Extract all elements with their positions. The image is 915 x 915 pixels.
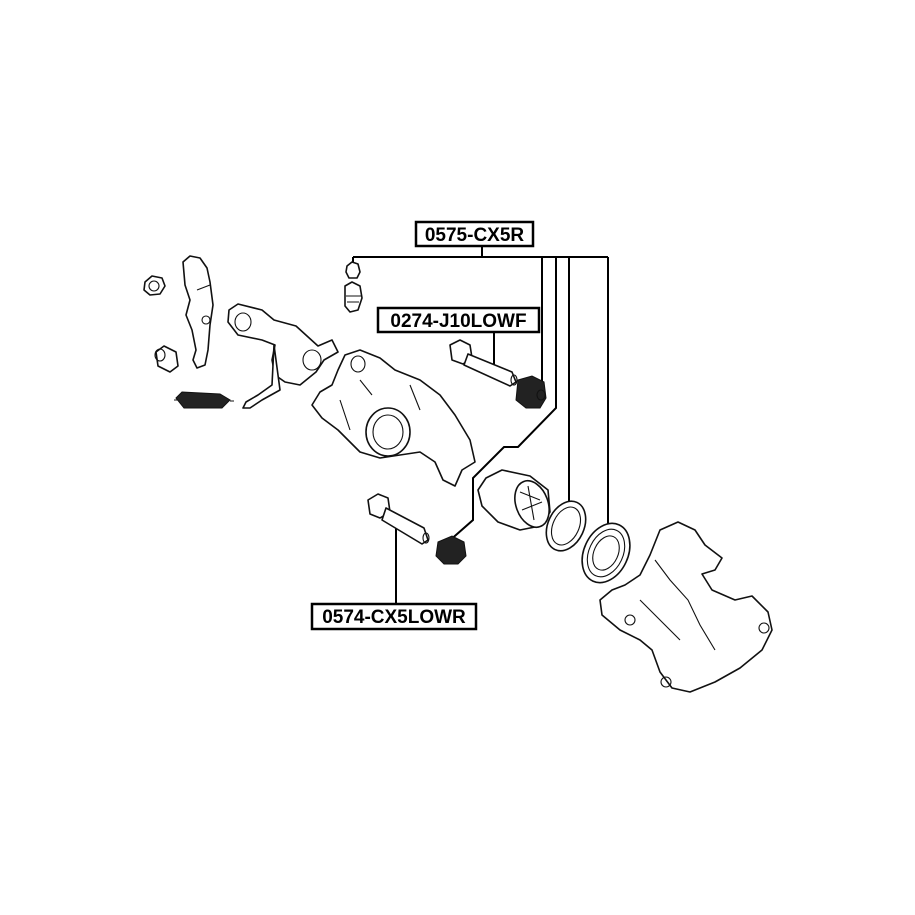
bleeder-screw	[344, 281, 363, 313]
upper-guide-pin	[449, 339, 518, 387]
bleeder-cap	[345, 261, 361, 279]
label-guide-pin-upper-text: 0274-J10LOWF	[390, 311, 526, 332]
caliper-bracket	[599, 521, 773, 693]
leader-lines	[352, 245, 609, 604]
dust-boot	[581, 522, 631, 584]
return-spring	[174, 391, 234, 409]
leader-to-lower-boot	[447, 257, 557, 543]
upper-pin-boot	[515, 375, 547, 409]
parking-brake-lever	[182, 255, 214, 369]
caliper-body	[311, 349, 476, 487]
nut	[143, 275, 166, 296]
piston-seal	[545, 500, 587, 552]
lower-guide-pin	[367, 493, 430, 545]
lower-pin-boot	[435, 535, 467, 565]
label-guide-pin-upper: 0274-J10LOWF	[376, 306, 541, 334]
label-guide-pin-lower-text: 0574-CX5LOWR	[322, 607, 466, 628]
pin-bushing	[154, 345, 179, 373]
piston	[477, 469, 551, 531]
label-repair-kit-text: 0575-CX5R	[425, 225, 525, 246]
label-repair-kit: 0575-CX5R	[414, 220, 535, 248]
label-guide-pin-lower: 0574-CX5LOWR	[310, 602, 478, 631]
lever-bracket	[227, 303, 339, 409]
